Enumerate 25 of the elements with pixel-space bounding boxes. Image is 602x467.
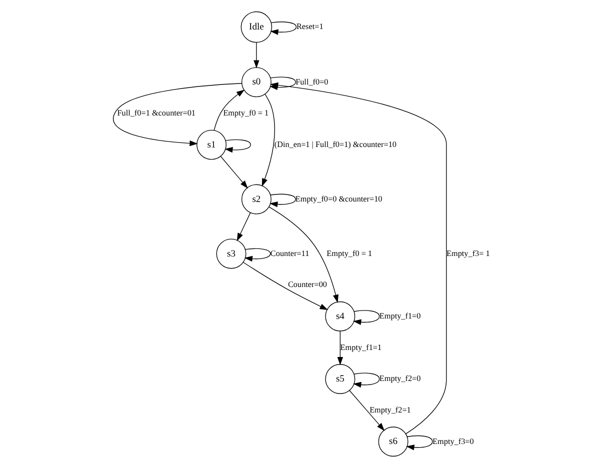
- arrow: [336, 330, 343, 365]
- node-circle: Idle: [240, 10, 272, 42]
- node-circle: s0: [240, 66, 271, 97]
- arrow: [244, 248, 270, 262]
- node-circle: s6: [378, 426, 408, 456]
- arrow: [220, 156, 248, 188]
- arrow: [224, 138, 250, 152]
- arrow: [352, 372, 380, 388]
- node-circle: s3: [216, 238, 246, 268]
- arrow: [253, 42, 259, 68]
- node-circle: s2: [240, 184, 271, 214]
- arrow: [268, 206, 338, 302]
- arrow: [236, 212, 250, 241]
- arrow: [406, 434, 432, 450]
- arrow: [112, 82, 242, 146]
- arrow: [352, 310, 380, 324]
- arrow: [242, 261, 328, 310]
- node-circle: s5: [324, 364, 355, 394]
- node-circle: s4: [324, 300, 355, 331]
- arrow: [213, 89, 244, 130]
- node-circle: s1: [196, 129, 226, 160]
- arrow: [268, 193, 296, 207]
- arrow: [270, 21, 296, 34]
- arrow: [348, 390, 384, 430]
- arrow: [261, 93, 274, 186]
